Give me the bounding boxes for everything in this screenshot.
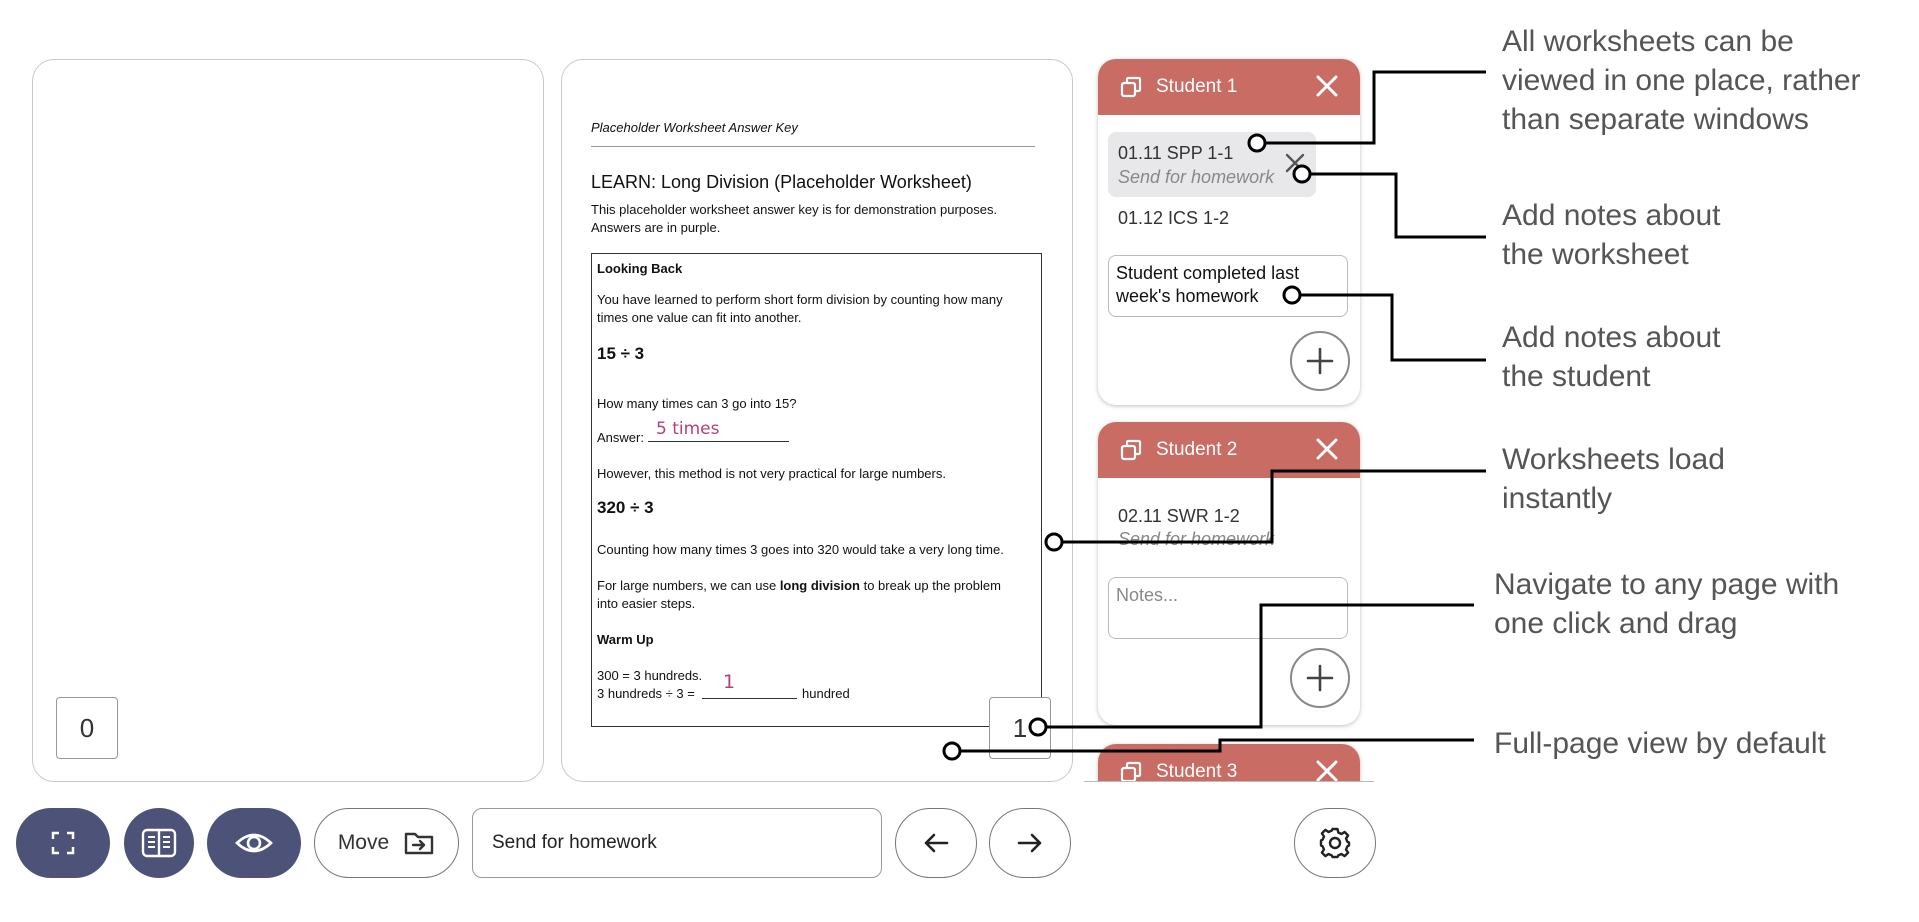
previous-page-button[interactable] [895, 808, 977, 878]
window-icon[interactable] [1120, 761, 1142, 781]
annotation-all-worksheets: All worksheets can be viewed in one plac… [1502, 22, 1861, 139]
window-icon[interactable] [1120, 439, 1142, 461]
worksheet-intro-1: This placeholder worksheet answer key is… [591, 202, 998, 217]
annotation-worksheet-notes: Add notes about the worksheet [1502, 196, 1721, 274]
book-view-button[interactable] [124, 808, 194, 878]
annotation-line: Worksheets load [1502, 443, 1725, 476]
annotation-line: the student [1502, 360, 1651, 393]
student-notes-field[interactable]: Student completed last week's homework [1108, 255, 1348, 317]
annotation-line: Add notes about [1502, 321, 1721, 354]
homework-input-value: Send for homework [492, 832, 657, 853]
right-page-panel[interactable]: Placeholder Worksheet Answer Key LEARN: … [561, 59, 1073, 782]
student-name: Student 2 [1156, 439, 1238, 460]
paragraph-4-pre: For large numbers, we can use [597, 578, 780, 593]
book-view-icon [141, 828, 177, 858]
student-card-header: Student 3 [1098, 744, 1360, 781]
annotation-line: the worksheet [1502, 238, 1689, 271]
student-name: Student 1 [1156, 76, 1238, 97]
student-notes-field[interactable]: Notes... [1108, 577, 1348, 639]
worksheet-note[interactable]: Send for homework [1118, 167, 1275, 187]
worksheet-code: 01.11 SPP 1-1 [1118, 143, 1234, 163]
close-icon[interactable] [1314, 758, 1340, 781]
warm-up-line-2-pre: 3 hundreds ÷ 3 = [597, 686, 695, 701]
sidebar-bottom-edge [1084, 781, 1374, 782]
gear-icon [1319, 827, 1351, 859]
annotation-line: Navigate to any page with [1494, 568, 1840, 601]
student-notes-line-1: Student completed last [1116, 263, 1300, 283]
student-card-2[interactable]: Student 2 02.11 SWR 1-2 Send for homewor… [1098, 422, 1360, 725]
folder-move-icon [404, 832, 434, 855]
homework-input[interactable]: Send for homework [472, 808, 882, 878]
preview-button[interactable] [207, 808, 301, 878]
section-looking-back: Looking Back [597, 261, 683, 276]
remove-icon[interactable] [1284, 152, 1306, 174]
paragraph-4-line-2: into easier steps. [597, 596, 696, 611]
header-rule [591, 146, 1035, 147]
equation-2: 320 ÷ 3 [597, 498, 654, 517]
next-page-button[interactable] [989, 808, 1071, 878]
paragraph-2: However, this method is not very practic… [597, 466, 946, 481]
warm-up-line-2-post: hundred [802, 686, 850, 701]
worksheet-intro-2: Answers are in purple. [591, 220, 721, 235]
add-worksheet-button[interactable] [1290, 648, 1350, 708]
page-number-box[interactable]: 1 [989, 697, 1051, 759]
answer-line [648, 441, 789, 442]
paragraph-4-post: to break up the problem [859, 578, 1001, 593]
student-name: Student 3 [1156, 761, 1238, 781]
answer-handwritten: 5 times [656, 419, 720, 439]
paragraph-3: Counting how many times 3 goes into 320 … [597, 542, 1004, 557]
arrow-right-icon [1017, 833, 1042, 853]
close-icon[interactable] [1314, 436, 1340, 462]
annotation-line: viewed in one place, rather [1502, 64, 1861, 97]
eye-icon [235, 833, 273, 853]
answer-label: Answer: [597, 430, 644, 445]
annotation-line: one click and drag [1494, 607, 1738, 640]
student-notes-line-2: week's homework [1116, 286, 1259, 306]
annotation-navigate: Navigate to any page with one click and … [1494, 565, 1839, 643]
worksheet-title: LEARN: Long Division (Placeholder Worksh… [591, 172, 972, 192]
warm-up-line-1: 300 = 3 hundreds. [597, 668, 703, 683]
plus-icon [1306, 664, 1334, 692]
question-1: How many times can 3 go into 15? [597, 396, 797, 411]
paragraph-1-line-1: You have learned to perform short form d… [597, 292, 1003, 307]
annotation-student-notes: Add notes about the student [1502, 318, 1721, 396]
worksheet-content-box: Looking Back You have learned to perform… [591, 253, 1042, 727]
student-card-header: Student 2 [1098, 422, 1360, 478]
settings-button[interactable] [1294, 808, 1376, 878]
add-worksheet-button[interactable] [1290, 331, 1350, 391]
paragraph-1-line-2: times one value can fit into another. [597, 310, 802, 325]
annotation-load-instantly: Worksheets load instantly [1502, 440, 1725, 518]
annotation-full-page: Full-page view by default [1494, 724, 1826, 763]
worksheet-note[interactable]: Send for homework [1118, 529, 1275, 549]
annotation-line: All worksheets can be [1502, 25, 1794, 58]
plus-icon [1306, 347, 1334, 375]
worksheet-code[interactable]: 02.11 SWR 1-2 [1118, 506, 1240, 526]
page-number-box[interactable]: 0 [56, 697, 118, 759]
student-card-1[interactable]: Student 1 01.11 SPP 1-1 Send for homewor… [1098, 59, 1360, 405]
student-card-3-clip: Student 3 [1084, 735, 1374, 781]
move-button[interactable]: Move [314, 808, 459, 878]
student-card-3[interactable]: Student 3 [1098, 744, 1360, 781]
warm-up-answer-handwritten: 1 [723, 671, 736, 693]
section-warm-up: Warm Up [597, 632, 654, 647]
warm-up-answer-line [702, 698, 797, 699]
equation-1: 15 ÷ 3 [597, 344, 645, 363]
student-card-header: Student 1 [1098, 59, 1360, 115]
fullscreen-icon [51, 831, 75, 855]
worksheet-item[interactable]: 01.12 ICS 1-2 [1118, 208, 1230, 228]
fullscreen-button[interactable] [16, 808, 110, 878]
window-icon[interactable] [1120, 76, 1142, 98]
paragraph-4-bold: long division [779, 578, 860, 593]
annotation-line: instantly [1502, 482, 1613, 515]
left-page-panel[interactable]: 0 [32, 59, 544, 782]
worksheet-header: Placeholder Worksheet Answer Key [591, 120, 798, 135]
annotation-line: Add notes about [1502, 199, 1721, 232]
paragraph-4-line-1: For large numbers, we can use long divis… [597, 576, 1001, 595]
annotation-line: than separate windows [1502, 103, 1809, 136]
move-button-label: Move [337, 831, 390, 854]
close-icon[interactable] [1314, 73, 1340, 99]
arrow-left-icon [924, 833, 949, 853]
worksheet-item-selected[interactable]: 01.11 SPP 1-1 Send for homework [1108, 132, 1316, 197]
annotation-line: Full-page view by default [1494, 727, 1826, 760]
